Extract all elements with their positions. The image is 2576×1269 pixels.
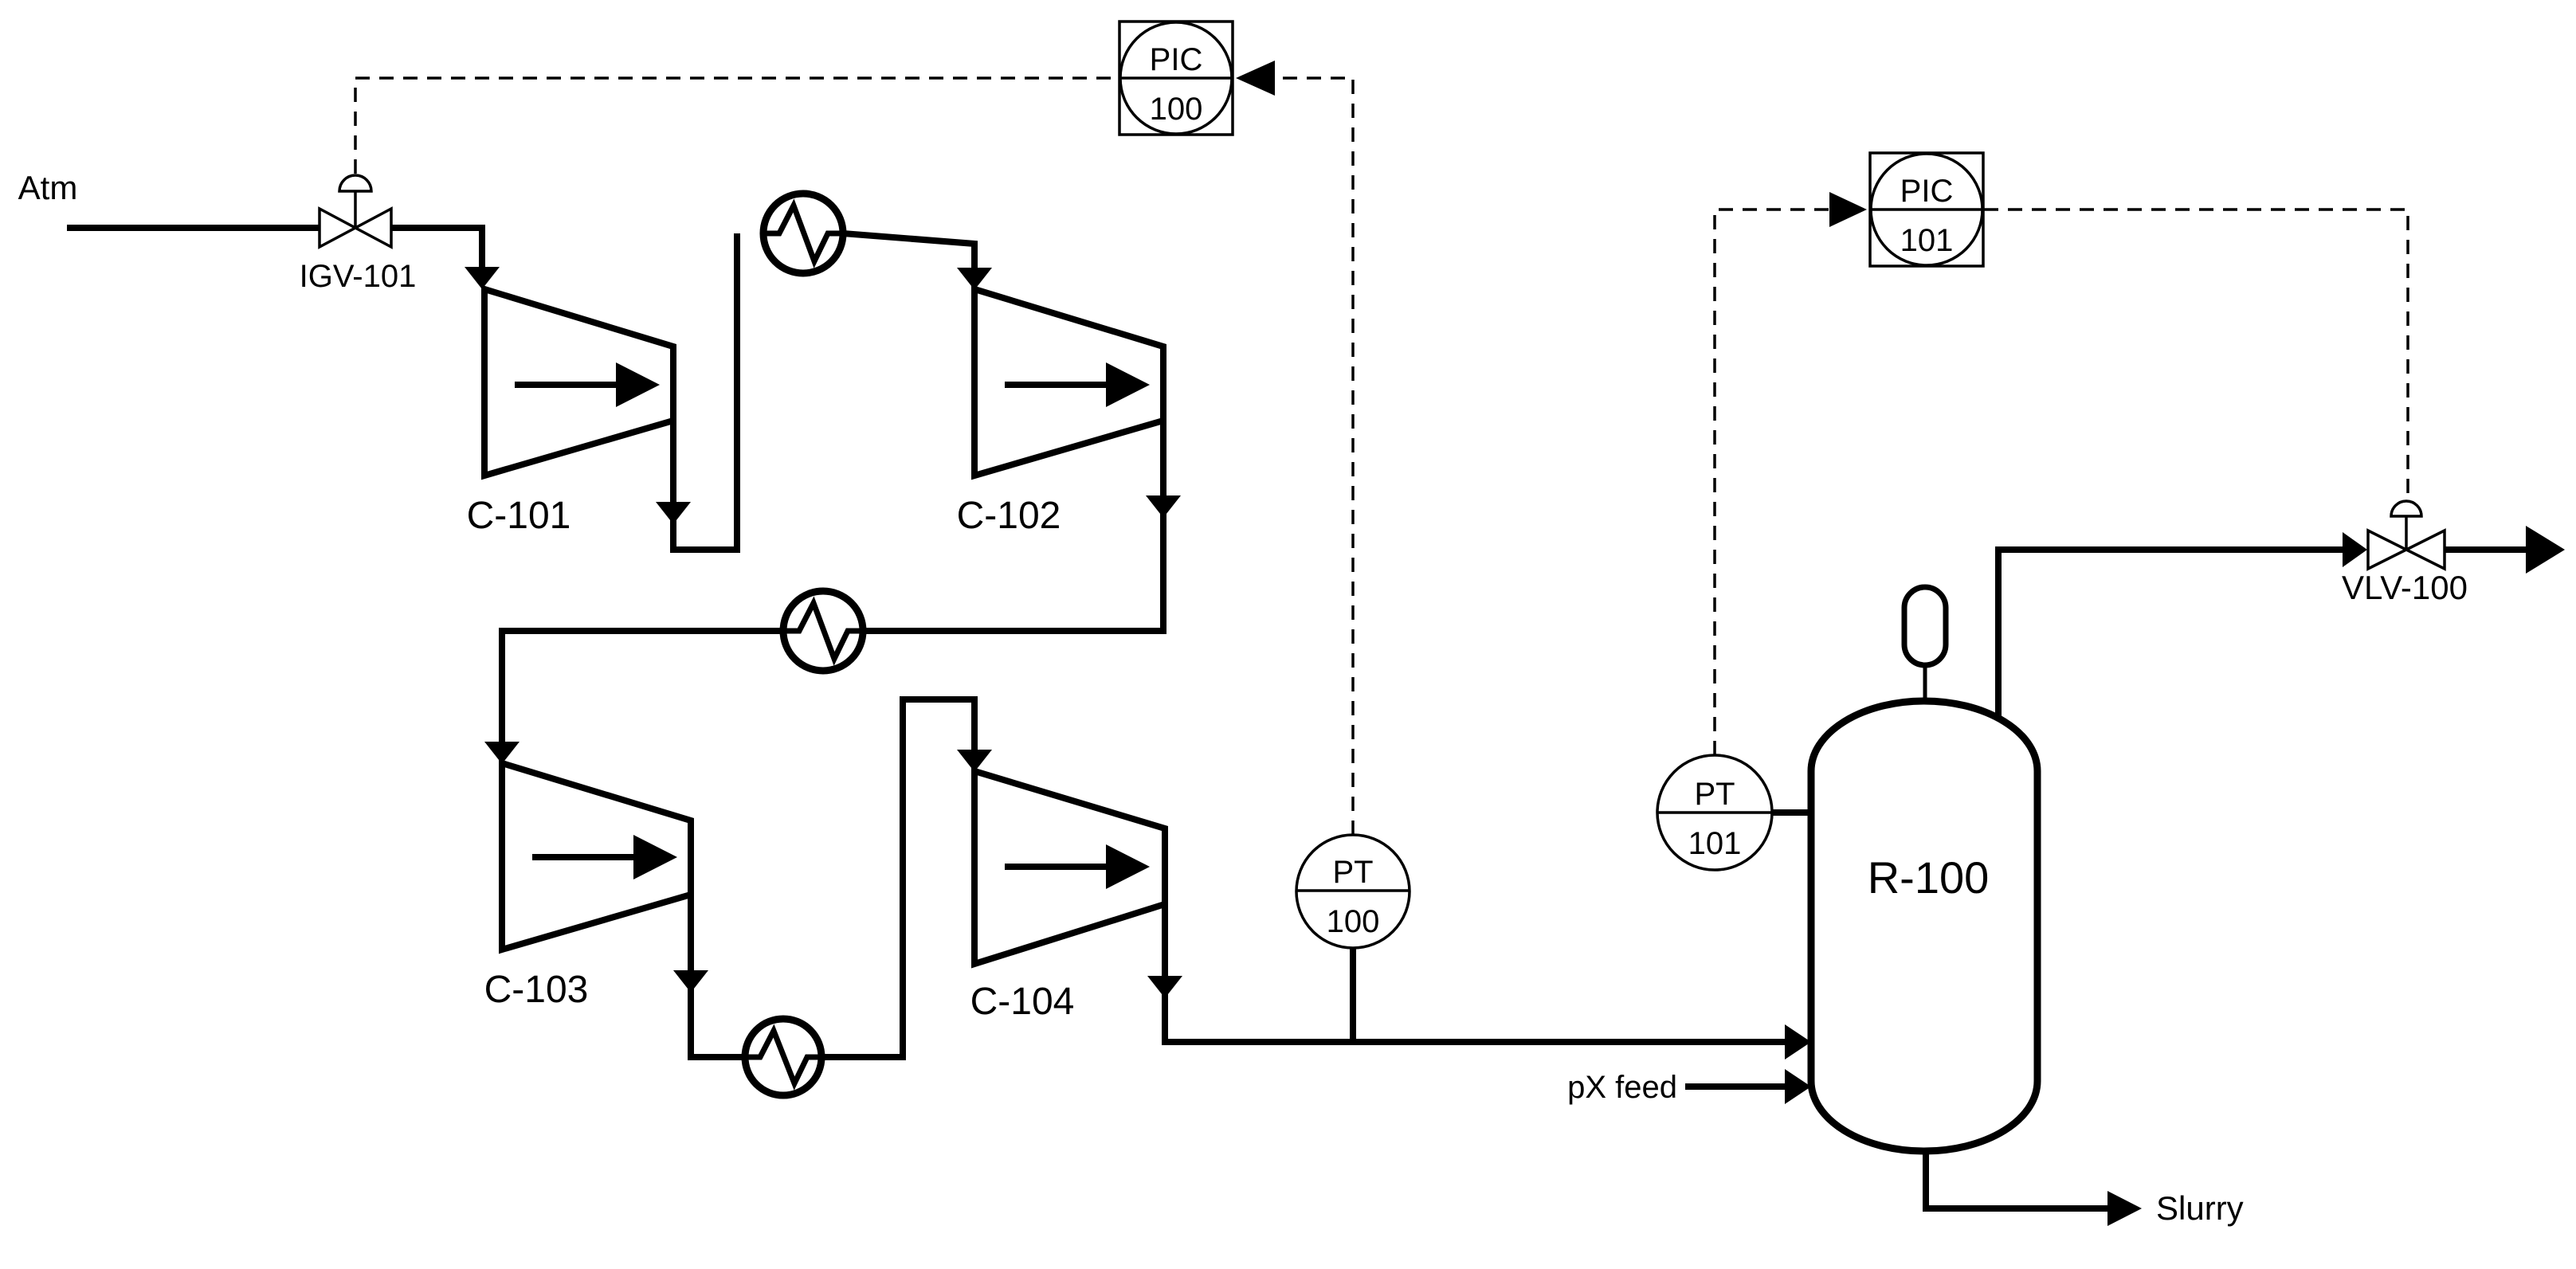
instrument-bubble-icon <box>1869 152 1984 267</box>
diaphragm-actuator-icon <box>338 174 373 193</box>
flow-arrowheads <box>465 61 2565 1226</box>
instrument-number: 101 <box>1900 223 1954 258</box>
flow-arrowhead-icon <box>633 835 677 879</box>
arrowhead-c102-outlet-icon <box>1146 495 1181 518</box>
process-piping <box>67 225 2527 1212</box>
pipe-slurry <box>1923 1151 2109 1212</box>
instrument-tag: PIC <box>1900 174 1954 209</box>
compressor-c103: C-103 <box>484 758 694 1011</box>
valve-label: IGV-101 <box>300 259 417 294</box>
signal-pt100-to-pic100 <box>1276 76 1355 835</box>
reactor-top-nozzle-icon <box>1901 584 1949 668</box>
heat-exchanger-2 <box>779 587 867 675</box>
compressor-c102: C-102 <box>957 284 1166 537</box>
arrowhead-c103-outlet-icon <box>673 970 708 993</box>
pipe-igv-to-c101 <box>391 225 485 268</box>
flow-arrowhead-icon <box>1106 362 1150 407</box>
signal-pt101-to-pic101 <box>1713 208 1831 755</box>
arrowhead-vlv100-outlet-icon <box>2526 526 2565 574</box>
heat-exchanger-coil-icon <box>763 198 843 268</box>
compressor-c101: C-101 <box>467 284 676 537</box>
pipe-c101-to-hx1 <box>670 233 740 553</box>
instrument-tag: PT <box>1694 777 1735 812</box>
stream-label-slurry: Slurry <box>2156 1189 2244 1227</box>
instrument-pt101: PT 101 <box>1656 754 1811 871</box>
arrowhead-signal-into-pic101-icon <box>1829 192 1867 227</box>
flow-arrowhead-icon <box>1106 844 1150 889</box>
stream-label-px-feed: pX feed <box>1567 1070 1677 1105</box>
pipe-r100-vapor <box>1995 546 2344 719</box>
arrowhead-into-c101-icon <box>465 267 500 289</box>
instrument-pic101: PIC 101 <box>1868 151 1985 268</box>
instrument-tag: PIC <box>1150 42 1203 77</box>
signal-lines <box>354 76 2409 835</box>
compressor-label: C-103 <box>484 969 589 1011</box>
valve-body-right-icon <box>2403 528 2446 571</box>
arrowhead-c101-outlet-icon <box>656 502 691 524</box>
instrument-pic100: PIC 100 <box>1118 20 1234 136</box>
pipe-hx1-to-c102 <box>842 230 978 269</box>
heat-exchanger-3 <box>741 1015 825 1099</box>
heat-exchanger-coil-icon <box>745 1024 821 1091</box>
arrowhead-into-vlv100-icon <box>2343 532 2367 567</box>
valve-body-left-icon <box>2366 528 2409 571</box>
heat-exchanger-1 <box>759 190 847 277</box>
instrument-pt100: PT 100 <box>1295 833 1411 1042</box>
pipe-c102-to-hx2 <box>863 421 1166 634</box>
pipe-hx3-to-c104 <box>821 696 978 1060</box>
stream-label-atm: Atm <box>18 169 78 206</box>
arrowhead-into-c103-icon <box>484 742 520 764</box>
instrument-tag: PT <box>1332 855 1373 890</box>
compressor-c104: C-104 <box>970 766 1168 1023</box>
instrument-bubble-icon <box>1119 21 1233 135</box>
pipe-hx2-to-c103 <box>499 628 783 743</box>
instrument-number: 100 <box>1150 92 1203 127</box>
arrowhead-c104-outlet-icon <box>1147 976 1182 998</box>
valve-label: VLV-100 <box>2342 569 2468 606</box>
flow-arrowhead-icon <box>616 362 660 407</box>
valve-vlv100: VLV-100 <box>2342 499 2468 606</box>
arrowhead-into-c104-icon <box>957 750 992 772</box>
signal-pic100-to-igv101 <box>354 76 1119 174</box>
heat-exchanger-coil-icon <box>783 596 863 666</box>
pipe-c103-to-hx3 <box>688 895 745 1060</box>
pipe-c104-to-r100 <box>1162 904 1786 1045</box>
valve-body-right-icon <box>352 206 393 249</box>
valve-body-left-icon <box>318 206 359 249</box>
arrowhead-px-feed-icon <box>1785 1069 1811 1104</box>
signal-pic101-to-vlv100 <box>1984 208 2409 500</box>
valve-igv101: IGV-101 <box>300 174 417 294</box>
arrowhead-signal-into-pic100-icon <box>1236 61 1275 96</box>
diaphragm-actuator-icon <box>2390 499 2423 518</box>
instrument-number: 100 <box>1327 904 1380 939</box>
compressor-label: C-104 <box>970 981 1075 1023</box>
compressor-label: C-101 <box>467 495 571 537</box>
reactor-r100: R-100 <box>1807 584 2041 1155</box>
reactor-vessel-icon <box>1807 697 2041 1155</box>
stream-labels: Atm pX feed Slurry <box>18 169 2244 1227</box>
arrowhead-into-c102-icon <box>957 268 992 290</box>
arrowhead-slurry-icon <box>2107 1191 2142 1226</box>
arrowhead-into-r100-icon <box>1785 1024 1811 1059</box>
compressor-label: C-102 <box>957 495 1061 537</box>
reactor-label: R-100 <box>1868 852 1990 903</box>
instrument-number: 101 <box>1688 826 1742 861</box>
